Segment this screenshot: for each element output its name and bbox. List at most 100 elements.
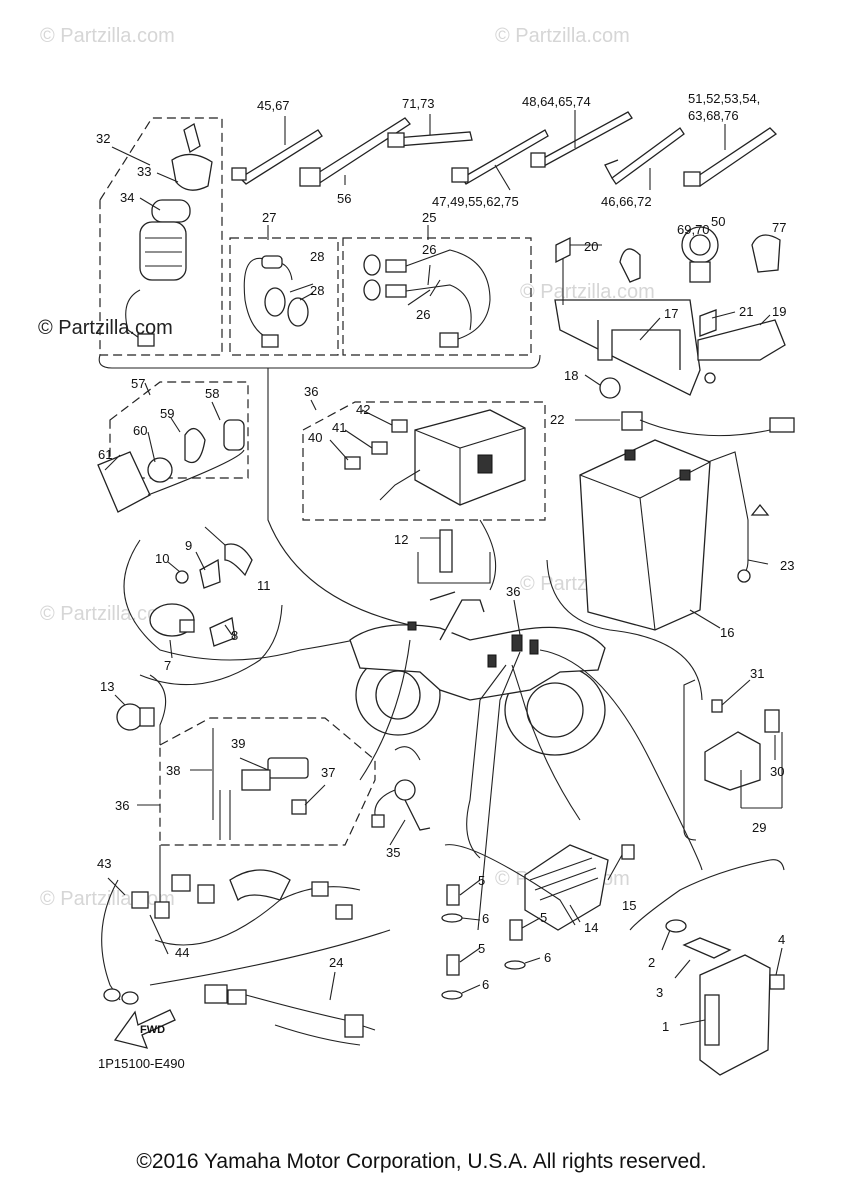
callout-17: 17 bbox=[664, 306, 678, 321]
spark-plug-group bbox=[417, 519, 497, 591]
wire-harness-group bbox=[149, 717, 391, 986]
callout-8: 8 bbox=[231, 628, 238, 643]
switch-13-group bbox=[116, 674, 167, 745]
callout-5-c: 5 bbox=[478, 941, 485, 956]
fwd-label: FWD bbox=[140, 1024, 165, 1036]
lead-group-25 bbox=[342, 237, 532, 356]
callout-57: 57 bbox=[131, 376, 145, 391]
lead-group-27 bbox=[229, 237, 339, 356]
callout-58: 58 bbox=[205, 386, 219, 401]
callout-25: 25 bbox=[422, 210, 436, 225]
leader-to-atv bbox=[267, 368, 411, 626]
callout-12: 12 bbox=[394, 532, 408, 547]
callout-1: 1 bbox=[662, 1019, 669, 1034]
callout-43: 43 bbox=[97, 856, 111, 871]
callout-37: 37 bbox=[321, 765, 335, 780]
callout-4: 4 bbox=[778, 932, 785, 947]
rear-lead-group bbox=[101, 879, 170, 1005]
callout-61: 61 bbox=[98, 447, 112, 462]
atv-vehicle bbox=[349, 591, 703, 931]
fwd-arrow: FWD bbox=[113, 1009, 176, 1049]
diagram-code: 1P15100-E490 bbox=[98, 1056, 185, 1071]
battery-leader bbox=[546, 559, 703, 701]
lead-24-group bbox=[204, 984, 376, 1046]
callout-22: 22 bbox=[550, 412, 564, 427]
callout-31: 31 bbox=[750, 666, 764, 681]
callout-28-b: 28 bbox=[310, 283, 324, 298]
group-bracket bbox=[98, 354, 541, 369]
callout-50: 50 bbox=[711, 214, 725, 229]
callout-11: 11 bbox=[257, 578, 271, 593]
right-side-brackets bbox=[683, 679, 783, 841]
callout-21: 21 bbox=[739, 304, 753, 319]
cable-ties-group bbox=[231, 110, 778, 191]
callout-29: 29 bbox=[752, 820, 766, 835]
callout-15: 15 bbox=[622, 898, 636, 913]
callout-47-49-55-62-75: 47,49,55,62,75 bbox=[432, 194, 519, 209]
battery-bracket-group bbox=[554, 226, 786, 399]
copyright-notice: ©2016 Yamaha Motor Corporation, U.S.A. A… bbox=[136, 1150, 707, 1173]
callout-16: 16 bbox=[720, 625, 734, 640]
callout-71-73: 71,73 bbox=[402, 96, 435, 111]
callout-2: 2 bbox=[648, 955, 655, 970]
callout-44: 44 bbox=[175, 945, 189, 960]
callout-23: 23 bbox=[780, 558, 794, 573]
callout-9: 9 bbox=[185, 538, 192, 553]
watermark: © Partzilla.com bbox=[40, 603, 175, 625]
callout-14: 14 bbox=[584, 920, 598, 935]
socket-group bbox=[97, 381, 249, 513]
callout-40: 40 bbox=[308, 430, 322, 445]
callout-6-c: 6 bbox=[482, 977, 489, 992]
callout-56: 56 bbox=[337, 191, 351, 206]
callout-48-64-65-74: 48,64,65,74 bbox=[522, 94, 591, 109]
leader-lines bbox=[104, 172, 783, 1026]
watermark: © Partzilla.com bbox=[495, 25, 630, 47]
bolts-group bbox=[441, 884, 526, 1000]
callout-39: 39 bbox=[231, 736, 245, 751]
callout-45-67: 45,67 bbox=[257, 98, 290, 113]
callout-20: 20 bbox=[584, 239, 598, 254]
callout-13: 13 bbox=[100, 679, 114, 694]
callout-36-c: 36 bbox=[115, 798, 129, 813]
callout-69-70: 69,70 bbox=[677, 222, 710, 237]
callout-59: 59 bbox=[160, 406, 174, 421]
watermark: © Partzilla.com bbox=[40, 25, 175, 47]
callout-32: 32 bbox=[96, 131, 110, 146]
callout-30: 30 bbox=[770, 764, 784, 779]
callout-5-a: 5 bbox=[478, 873, 485, 888]
callout-6-b: 6 bbox=[544, 950, 551, 965]
fuse-box-group bbox=[302, 401, 546, 521]
callout-42: 42 bbox=[356, 402, 370, 417]
callout-24: 24 bbox=[329, 955, 343, 970]
main-switch-group bbox=[99, 117, 223, 356]
callout-33: 33 bbox=[137, 164, 151, 179]
callout-27: 27 bbox=[262, 210, 276, 225]
rectifier-group bbox=[444, 844, 635, 931]
callout-6-a: 6 bbox=[482, 911, 489, 926]
callout-41: 41 bbox=[332, 420, 346, 435]
callout-77: 77 bbox=[772, 220, 786, 235]
callout-35: 35 bbox=[386, 845, 400, 860]
callout-26-a: 26 bbox=[422, 242, 436, 257]
callout-60: 60 bbox=[133, 423, 147, 438]
callout-18: 18 bbox=[564, 368, 578, 383]
watermark: © Partzilla.com bbox=[520, 281, 655, 303]
callout-51-52-53-54: 51,52,53,54, bbox=[688, 91, 760, 106]
cdi-unit-group bbox=[629, 859, 785, 1076]
callout-36-a: 36 bbox=[304, 384, 318, 399]
callout-26-b: 26 bbox=[416, 307, 430, 322]
callout-labels: 45,67 71,73 48,64,65,74 51,52,53,54, 63,… bbox=[96, 91, 794, 1034]
callout-7: 7 bbox=[164, 658, 171, 673]
battery-group bbox=[546, 411, 795, 701]
callout-34: 34 bbox=[120, 190, 134, 205]
callout-36-b: 36 bbox=[506, 584, 520, 599]
callout-28-a: 28 bbox=[310, 249, 324, 264]
callout-10: 10 bbox=[155, 551, 169, 566]
callout-3: 3 bbox=[656, 985, 663, 1000]
callout-19: 19 bbox=[772, 304, 786, 319]
callout-5-b: 5 bbox=[540, 910, 547, 925]
callout-38: 38 bbox=[166, 763, 180, 778]
switch-35-group bbox=[371, 746, 431, 831]
callout-63-68-76: 63,68,76 bbox=[688, 108, 739, 123]
